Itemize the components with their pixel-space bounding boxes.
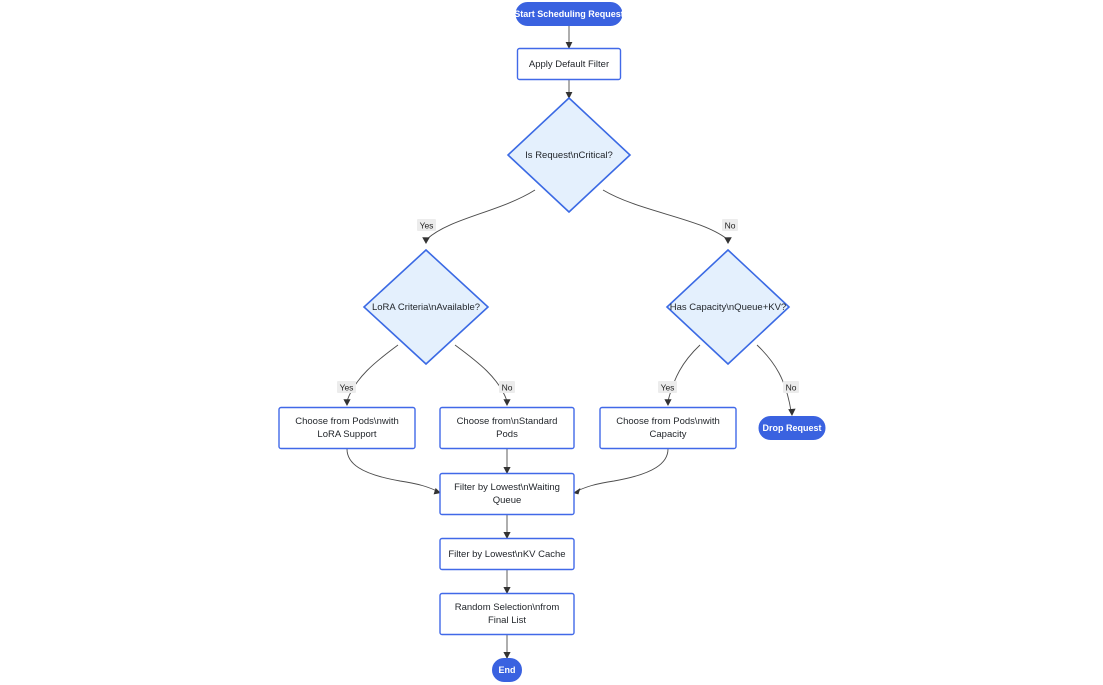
edge-critical-capacity xyxy=(602,189,732,244)
node-label-random-selection-line1: Random Selection\nfrom xyxy=(455,602,560,613)
node-random-selection-final-list[interactable]: Random Selection\nfrom Final List xyxy=(439,592,575,636)
node-label-choose-pods-capacity-line2: Capacity xyxy=(650,429,687,440)
edge-capacity-podscap xyxy=(664,344,701,406)
node-choose-pods-capacity[interactable]: Choose from Pods\nwith Capacity xyxy=(599,406,737,450)
node-shape-pill[interactable] xyxy=(758,416,826,440)
node-label-random-selection-line2: Final List xyxy=(488,615,526,626)
node-label-filter-waiting-line1: Filter by Lowest\nWaiting xyxy=(454,482,560,493)
node-shape-rect[interactable] xyxy=(278,406,416,450)
node-is-request-critical[interactable]: Is Request\nCritical? xyxy=(506,96,632,214)
node-shape-pill[interactable] xyxy=(492,658,522,682)
node-label-choose-pods-lora-line1: Choose from Pods\nwith xyxy=(295,416,399,427)
edge-label-text: No xyxy=(786,382,797,392)
edge-label-text: Yes xyxy=(420,220,434,230)
edge-filterkv-random xyxy=(503,570,511,594)
node-label-end: End xyxy=(499,665,516,675)
node-drop-request[interactable]: Drop Request xyxy=(758,416,826,440)
node-filter-lowest-waiting-queue[interactable]: Filter by Lowest\nWaiting Queue xyxy=(439,472,575,516)
edge-podslora-filterq xyxy=(346,448,441,495)
edge-apply-critical xyxy=(565,80,573,99)
node-shape-diamond[interactable] xyxy=(506,96,632,214)
edge-label-group: Yes No Yes No Yes No xyxy=(337,219,799,393)
node-shape-rect[interactable] xyxy=(439,472,575,516)
edge-podscap-filterq xyxy=(573,448,669,495)
edge-filterq-filterkv xyxy=(503,515,511,539)
edge-label-text: No xyxy=(502,382,513,392)
node-label-is-request-critical: Is Request\nCritical? xyxy=(525,150,613,161)
node-choose-standard-pods[interactable]: Choose from\nStandard Pods xyxy=(439,406,575,450)
node-choose-pods-lora-support[interactable]: Choose from Pods\nwith LoRA Support xyxy=(278,406,416,450)
node-shape-diamond[interactable] xyxy=(665,248,791,366)
edge-label-text: Yes xyxy=(340,382,354,392)
node-label-start: Start Scheduling Request xyxy=(514,9,624,19)
edge-start-apply xyxy=(565,26,573,49)
node-label-filter-waiting-line2: Queue xyxy=(493,495,522,506)
node-shape-rect[interactable] xyxy=(439,592,575,636)
node-label-choose-standard-pods-line2: Pods xyxy=(496,429,518,440)
node-label-choose-pods-capacity-line1: Choose from Pods\nwith xyxy=(616,416,720,427)
node-shape-rect[interactable] xyxy=(439,537,575,571)
node-label-choose-pods-lora-line2: LoRA Support xyxy=(317,429,377,440)
node-label-lora-criteria-available: LoRA Criteria\nAvailable? xyxy=(372,302,480,313)
edge-random-end xyxy=(503,635,511,659)
edge-label-text: No xyxy=(725,220,736,230)
edge-label-lora-no: No xyxy=(499,381,515,393)
edge-label-text: Yes xyxy=(661,382,675,392)
node-apply-default-filter[interactable]: Apply Default Filter xyxy=(516,47,622,81)
node-label-choose-standard-pods-line1: Choose from\nStandard xyxy=(457,416,558,427)
node-label-filter-kv-cache: Filter by Lowest\nKV Cache xyxy=(448,549,565,560)
edge-podsstd-filterq xyxy=(503,449,511,474)
node-label-apply-default-filter: Apply Default Filter xyxy=(529,59,609,70)
edge-critical-lora xyxy=(422,189,536,244)
node-shape-rect[interactable] xyxy=(516,47,622,81)
edge-label-capacity-yes: Yes xyxy=(658,381,677,393)
node-label-drop-request: Drop Request xyxy=(762,423,821,433)
node-lora-criteria-available[interactable]: LoRA Criteria\nAvailable? xyxy=(362,248,490,366)
edge-capacity-drop xyxy=(756,344,796,416)
edge-group xyxy=(343,26,796,659)
edge-lora-podslora xyxy=(343,344,399,406)
node-filter-lowest-kv-cache[interactable]: Filter by Lowest\nKV Cache xyxy=(439,537,575,571)
node-shape-rect[interactable] xyxy=(599,406,737,450)
edge-label-lora-yes: Yes xyxy=(337,381,356,393)
edge-label-capacity-no: No xyxy=(783,381,799,393)
node-has-capacity-queue-kv[interactable]: Has Capacity\nQueue+KV? xyxy=(665,248,791,366)
edge-label-critical-yes: Yes xyxy=(417,219,436,231)
node-label-has-capacity-queue-kv: Has Capacity\nQueue+KV? xyxy=(670,302,786,313)
node-start-scheduling-request[interactable]: Start Scheduling Request xyxy=(514,2,624,26)
node-shape-pill[interactable] xyxy=(515,2,623,26)
edge-label-critical-no: No xyxy=(722,219,738,231)
node-shape-rect[interactable] xyxy=(439,406,575,450)
edge-lora-podsstd xyxy=(454,344,511,406)
node-shape-diamond[interactable] xyxy=(362,248,490,366)
node-end[interactable]: End xyxy=(492,658,522,682)
